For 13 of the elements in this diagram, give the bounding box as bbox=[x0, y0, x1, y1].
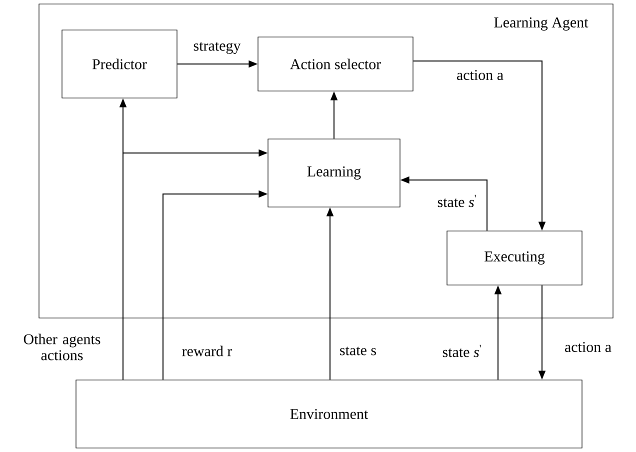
process-box: Action selector bbox=[258, 36, 414, 92]
edge-label: action a bbox=[565, 342, 612, 352]
edge-label: Other agents actions bbox=[24, 334, 100, 360]
edge-label: reward r bbox=[182, 346, 232, 356]
environment-box: Environment bbox=[76, 380, 582, 448]
process-box: Executing bbox=[446, 230, 582, 286]
edge-label: state s bbox=[340, 346, 376, 356]
process-box: Predictor bbox=[62, 30, 178, 98]
edge-label: strategy bbox=[194, 42, 241, 54]
edge-label: state s$^{'}$ bbox=[442, 344, 481, 358]
edge-label: action a bbox=[457, 70, 504, 80]
process-box: Learning bbox=[268, 138, 400, 208]
edge-label: state s$^{'}$ bbox=[438, 194, 476, 208]
